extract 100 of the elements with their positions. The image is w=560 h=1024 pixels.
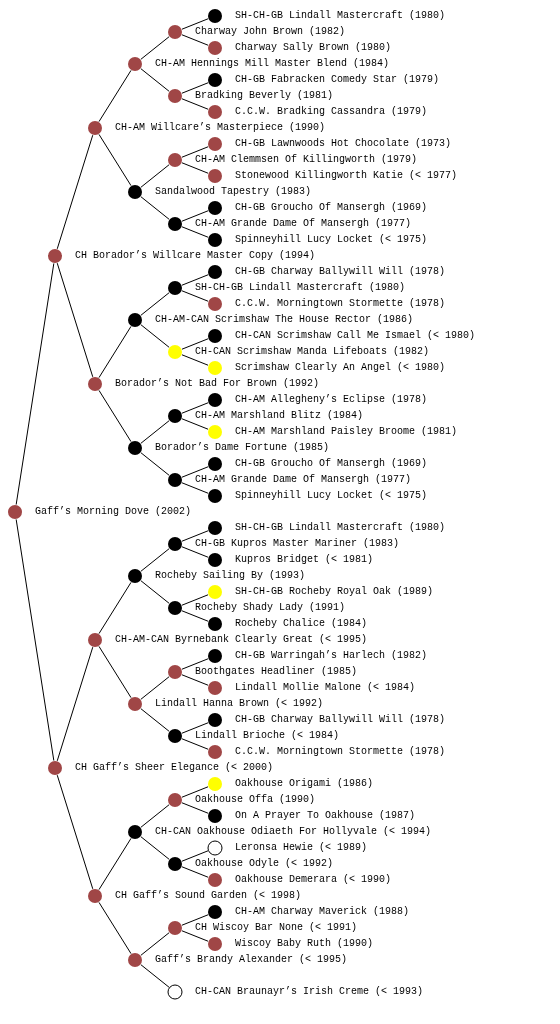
dog-name: CH-GB Kupros Master Mariner (1983) [195,538,400,550]
dog-name: C.C.W. Morningtown Stormette (1978) [235,746,446,758]
pedigree-line [181,658,209,670]
pedigree-line [98,325,132,379]
pedigree-line [181,546,209,558]
pedigree-line [181,482,209,494]
dog-name: Charway John Brown (1982) [195,26,346,38]
dog-name: C.C.W. Bradking Cassandra (1979) [235,106,428,118]
pedigree-line [181,82,209,94]
pedigree-line [181,18,209,30]
pedigree-line [181,530,209,542]
dog-name: CH-AM Clemmsen Of Killingworth (1979) [195,154,418,166]
dog-name: CH-CAN Scrimshaw Manda Lifeboats (1982) [195,346,430,358]
dog-name: CH-AM Marshland Blitz (1984) [195,410,364,422]
pedigree-line [181,290,209,302]
dog-name: CH-CAN Braunayr’s Irish Creme (< 1993) [195,986,424,998]
dog-name: CH-GB Groucho Of Mansergh (1969) [235,458,428,470]
dog-name: CH-AM Grande Dame Of Mansergh (1977) [195,218,412,230]
pedigree-line [140,676,170,700]
pedigree-line [181,98,209,110]
pedigree-line [56,262,94,378]
dog-name: CH-GB Warringah’s Harlech (1982) [235,650,428,662]
pedigree-line [140,548,170,572]
dog-name: CH-AM Grande Dame Of Mansergh (1977) [195,474,412,486]
dog-name: Lindall Brioche (< 1984) [195,730,340,742]
pedigree-line [181,338,209,350]
pedigree-line [181,226,209,238]
dog-name: CH Gaff’s Sheer Elegance (< 2000) [75,762,274,774]
dog-name: CH-CAN Scrimshaw Call Me Ismael (< 1980) [235,330,476,342]
dog-name: Kupros Bridget (< 1981) [235,554,374,566]
dog-name: Lindall Hanna Brown (< 1992) [155,698,324,710]
dog-name: Boothgates Headliner (1985) [195,666,358,678]
dog-name: Charway Sally Brown (1980) [235,42,392,54]
dog-name: CH-GB Charway Ballywill Will (1978) [235,714,446,726]
dog-name: Stonewood Killingworth Katie (< 1977) [235,170,458,182]
pedigree-line [98,581,132,635]
pedigree-line [98,645,132,699]
pedigree-line [181,402,209,414]
dog-name: SH-CH-GB Lindall Mastercraft (1980) [235,10,446,22]
dog-name: CH-AM Charway Maverick (1988) [235,906,410,918]
dog-name: CH-AM-CAN Byrnebank Clearly Great (< 1995) [115,634,368,646]
pedigree-line [56,646,94,762]
pedigree-line [181,210,209,222]
pedigree-line [181,146,209,158]
pedigree-line [15,262,55,506]
pedigree-line [181,594,209,606]
pedigree-line [181,274,209,286]
pedigree-line [181,354,209,366]
pedigree-line [181,34,209,46]
dog-name: Lindall Mollie Malone (< 1984) [235,682,416,694]
dog-name: Oakhouse Offa (1990) [195,794,316,806]
dog-name: C.C.W. Morningtown Stormette (1978) [235,298,446,310]
pedigree-line [140,580,170,604]
pedigree-line [181,418,209,430]
dog-name: CH Borador’s Willcare Master Copy (1994) [75,250,316,262]
pedigree-line [181,466,209,478]
dog-name: Rocheby Shady Lady (1991) [195,602,346,614]
dog-name: CH-AM-CAN Scrimshaw The House Rector (1986) [155,314,414,326]
dog-name: Rocheby Sailing By (1993) [155,570,306,582]
pedigree-line [140,164,170,188]
pedigree-line [181,162,209,174]
pedigree-line [181,866,209,878]
pedigree-line [98,837,132,891]
pedigree-line [140,292,170,316]
pedigree-line [181,610,209,622]
pedigree-line [140,36,170,60]
pedigree-line [98,133,132,187]
pedigree-line [181,738,209,750]
dog-name: CH Gaff’s Sound Garden (< 1998) [115,890,302,902]
dog-name: On A Prayer To Oakhouse (1987) [235,810,416,822]
dog-name: CH-GB Groucho Of Mansergh (1969) [235,202,428,214]
dog-name: Spinneyhill Lucy Locket (< 1975) [235,490,428,502]
pedigree-line [181,786,209,798]
pedigree-line [140,708,170,732]
dog-name: SH-CH-GB Lindall Mastercraft (1980) [235,522,446,534]
dog-name: Rocheby Chalice (1984) [235,618,368,630]
pedigree-line [140,932,170,956]
pedigree-line [140,804,170,828]
dog-name: CH-AM Marshland Paisley Broome (1981) [235,426,458,438]
pedigree-line [98,901,132,955]
dog-name: Gaff’s Morning Dove (2002) [35,506,192,518]
dog-name: CH-CAN Oakhouse Odiaeth For Hollyvale (< 1994) [155,826,432,838]
pedigree-line [98,389,132,443]
dog-name: SH-CH-GB Rocheby Royal Oak (1989) [235,586,434,598]
dog-name: Wiscoy Baby Ruth (1990) [235,938,374,950]
pedigree-line [15,518,55,762]
dog-name: Spinneyhill Lucy Locket (< 1975) [235,234,428,246]
pedigree-line [181,802,209,814]
dog-name: Leronsa Hewie (< 1989) [235,842,368,854]
pedigree-line [98,69,132,123]
dog-name: CH-GB Fabracken Comedy Star (1979) [235,74,440,86]
dog-name: CH-AM Willcare’s Masterpiece (1990) [115,122,326,134]
pedigree-line [140,836,170,860]
pedigree-line [140,324,170,348]
dog-name: Oakhouse Odyle (< 1992) [195,858,334,870]
pedigree-line [181,674,209,686]
dog-name: Borador’s Not Bad For Brown (1992) [115,378,320,390]
pedigree-line [181,850,209,862]
pedigree-line [181,914,209,926]
pedigree-line [181,722,209,734]
